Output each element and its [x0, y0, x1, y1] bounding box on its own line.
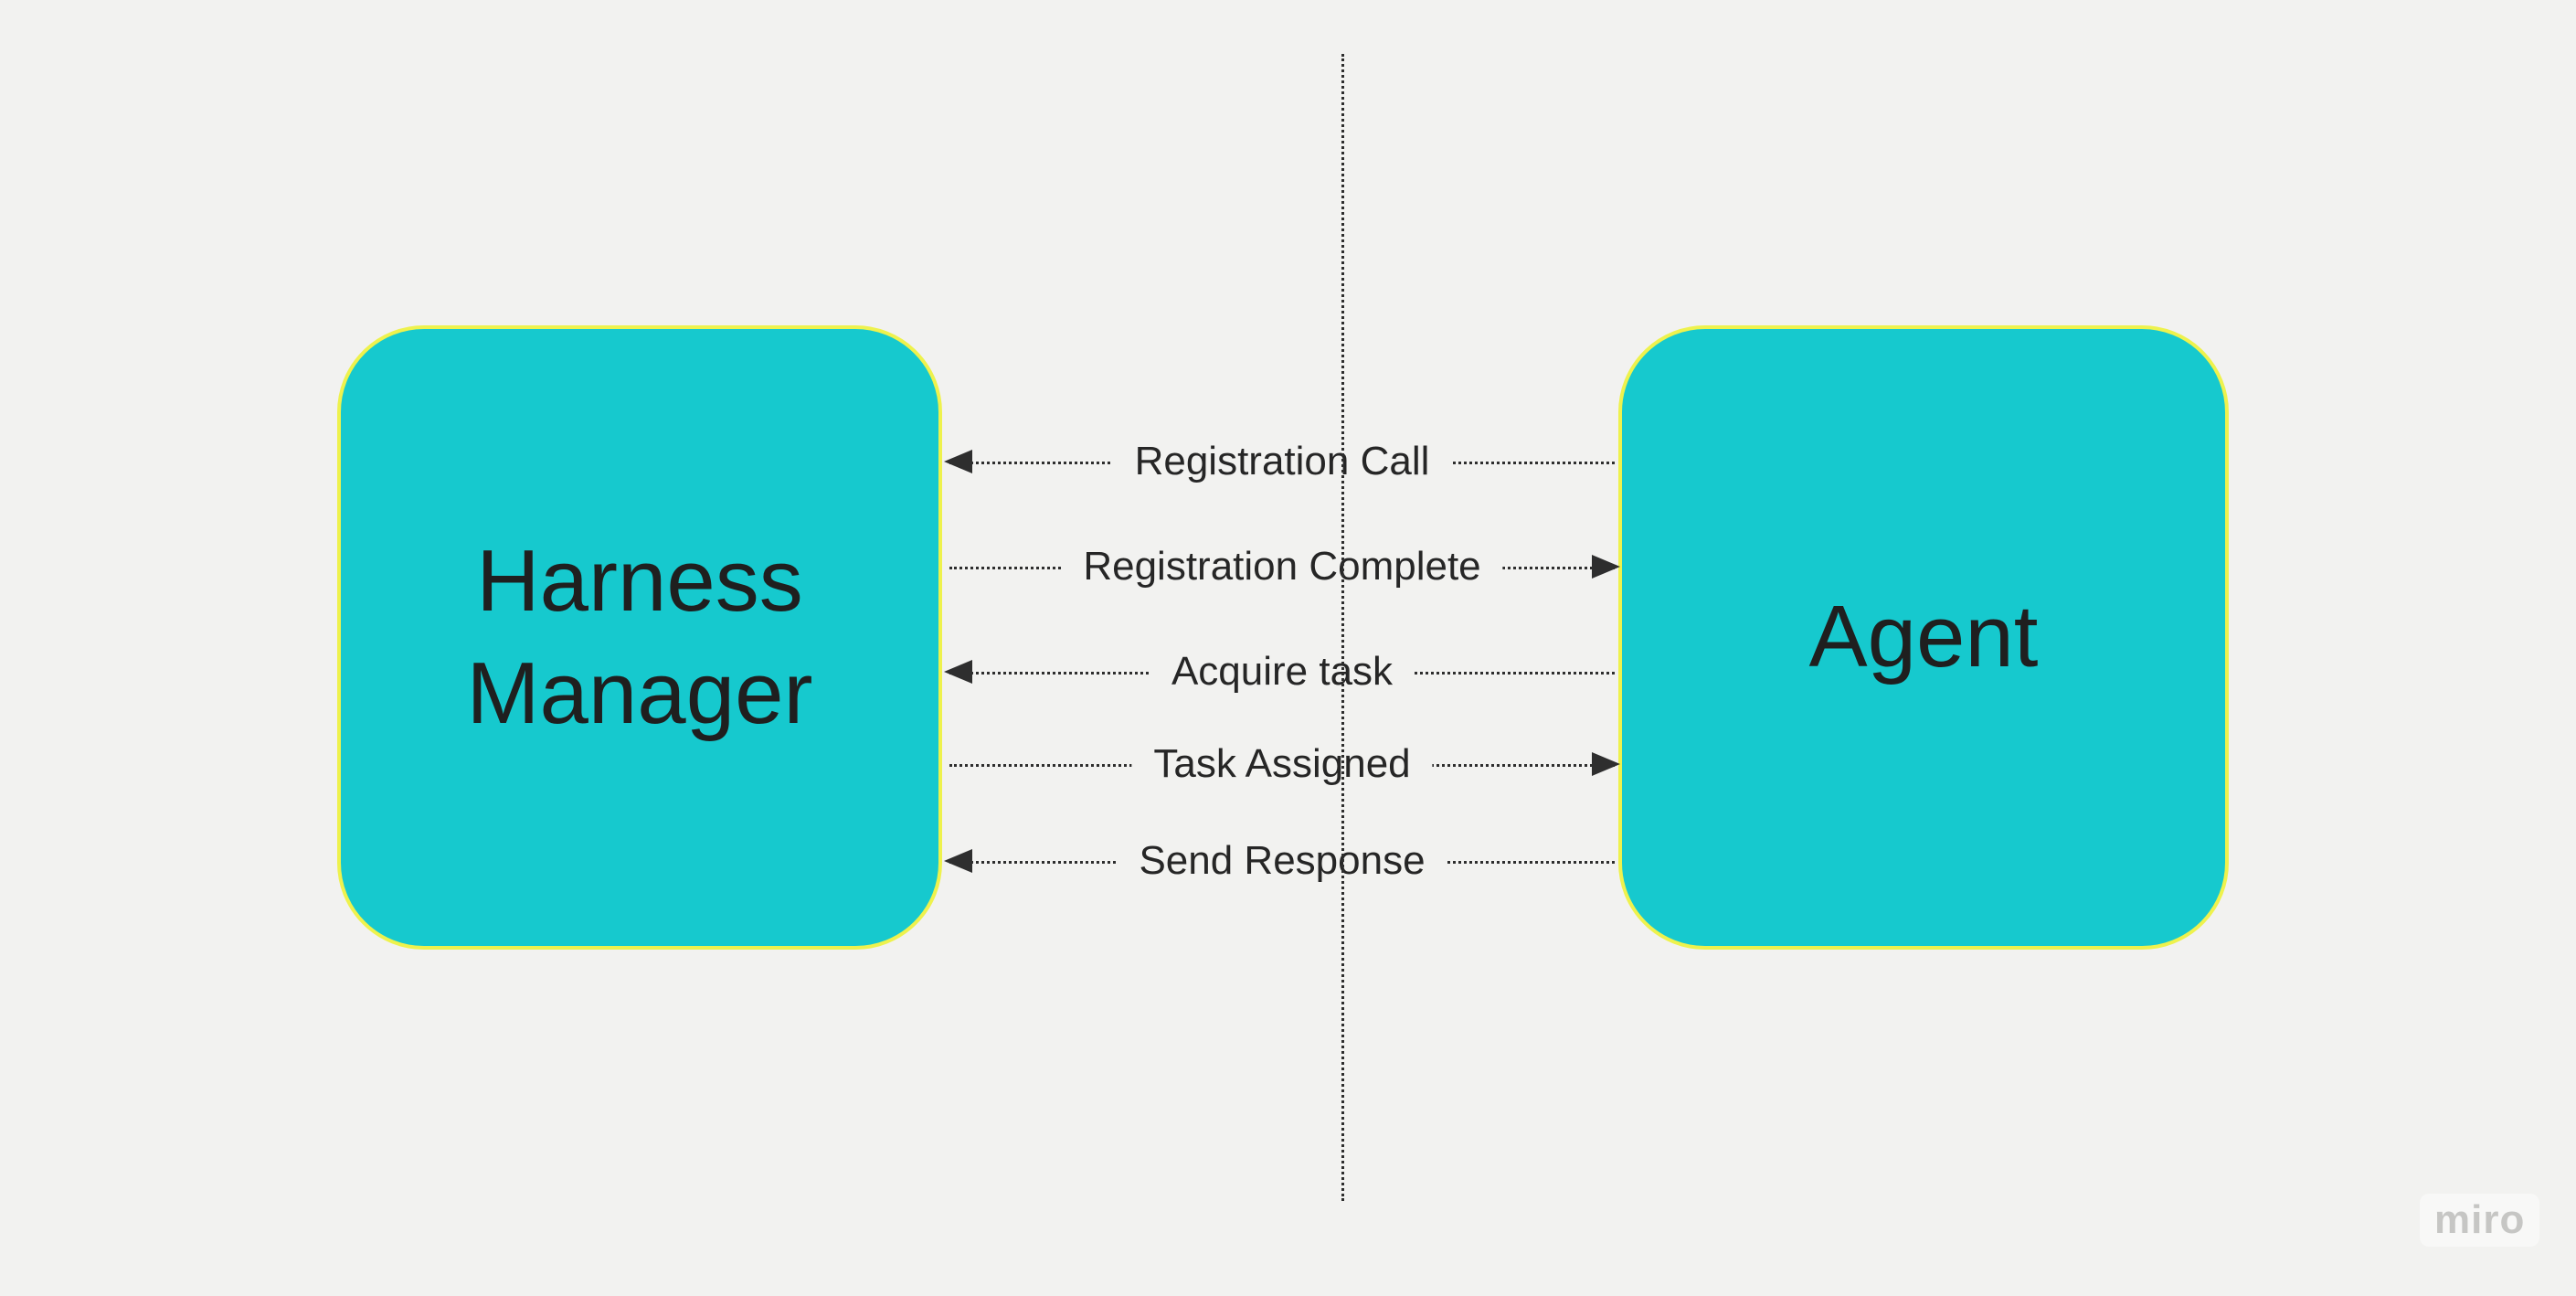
miro-watermark: miro: [2420, 1194, 2540, 1247]
arrowhead-left-icon: [944, 450, 972, 473]
message-label: Registration Complete: [1061, 542, 1503, 591]
connector-send-response[interactable]: Send Response: [944, 836, 1618, 886]
message-label: Task Assigned: [1131, 739, 1433, 789]
arrowhead-right-icon: [1592, 555, 1620, 579]
node-label-agent: Agent: [1808, 588, 2039, 686]
arrowhead-left-icon: [944, 849, 972, 873]
connector-acquire-task[interactable]: Acquire task: [944, 647, 1618, 696]
connector-registration-call[interactable]: Registration Call: [944, 437, 1618, 486]
connector-task-assigned[interactable]: Task Assigned: [946, 739, 1620, 789]
arrowhead-left-icon: [944, 660, 972, 684]
node-harness-manager[interactable]: Harness Manager: [337, 325, 942, 950]
lifeline-divider: [1341, 54, 1344, 1201]
message-label: Acquire task: [1149, 647, 1415, 696]
arrowhead-right-icon: [1592, 752, 1620, 776]
message-label: Registration Call: [1112, 437, 1452, 486]
node-label-harness-manager: Harness Manager: [466, 531, 813, 742]
message-label: Send Response: [1117, 836, 1447, 886]
node-agent[interactable]: Agent: [1618, 325, 2229, 950]
connector-registration-complete[interactable]: Registration Complete: [946, 542, 1620, 591]
